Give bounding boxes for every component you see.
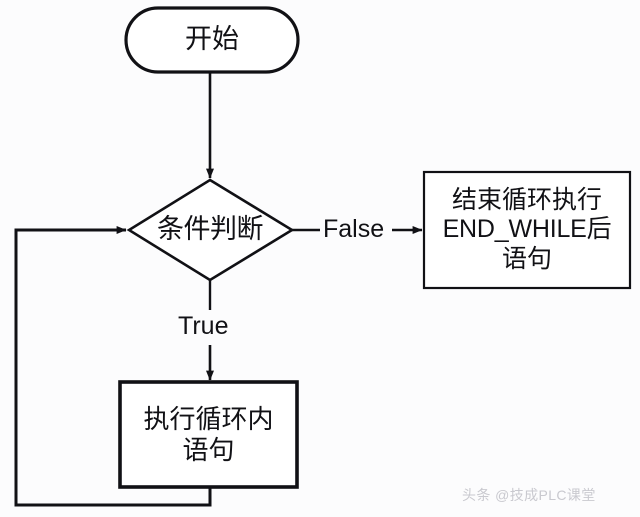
decision-node-shape [126, 178, 295, 282]
edge-loop-back [14, 226, 212, 507]
end-node-shape [422, 170, 632, 290]
watermark-text: 头条 @技成PLC课堂 [462, 487, 596, 503]
start-node-shape [124, 6, 300, 74]
process-node-shape [118, 380, 299, 489]
